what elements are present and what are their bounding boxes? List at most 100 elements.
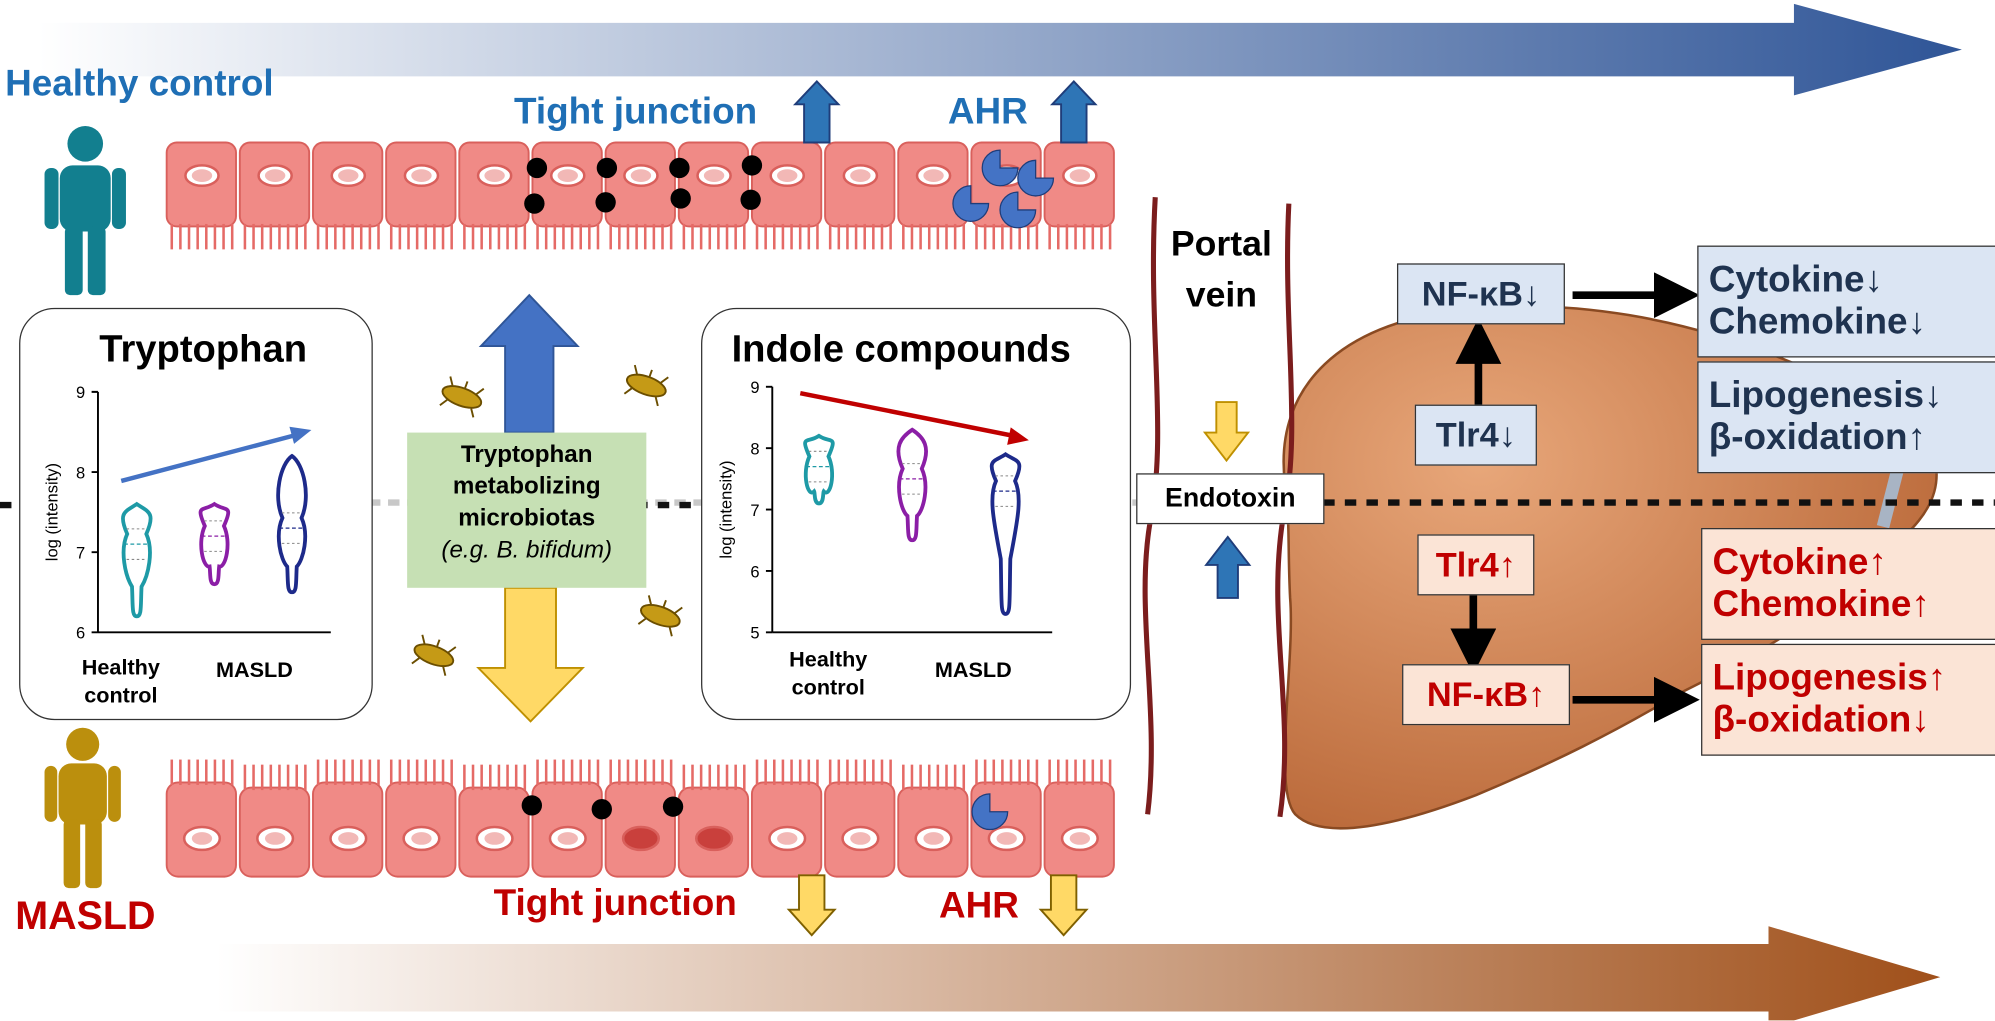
chemokine-up-label: Chemokine↑ [1712,583,1930,625]
tight-junction-down-arrow [786,874,837,937]
endotoxin-down-arrow [1202,401,1251,463]
violin-shape [121,501,153,619]
tlr4-up-box: Tlr4↑ [1417,534,1535,596]
microbiota-down-arrow [476,586,585,723]
violin-shape [198,501,231,587]
increase-trend-arrow [120,426,312,484]
epithelial-cell [1043,141,1115,250]
endotoxin-box: Endotoxin [1136,473,1325,525]
healthy-control-label: Healthy control [5,63,274,105]
bacteria-icons [411,364,683,676]
y-axis-label: log (intensity) [717,460,736,558]
cytokine-chemokine-up-box: Cytokine↑ Chemokine↑ [1701,528,1995,640]
epithelial-cell [897,764,969,878]
ahr-label-bottom: AHR [938,885,1019,927]
lipogenesis-oxidation-healthy-box: Lipogenesis↓ β-oxidation↑ [1697,361,1995,474]
portal-label: Portal [1170,223,1272,264]
nfkb-up-box: NF-κB↑ [1402,664,1571,726]
tight-junction-dots-healthy [524,155,763,214]
epithelial-cell [458,141,530,250]
violin-shape [803,433,835,506]
epithelial-cell [1043,759,1115,878]
tryptophan-panel [19,307,373,721]
epithelial-cell [165,759,237,878]
ahr-label-top: AHR [947,91,1028,133]
healthy-person-icon [44,125,126,296]
microbiota-line1: Tryptophan [460,441,593,469]
tryptophan-xlabel-masld: MASLD [215,657,293,682]
epithelial-cell [677,764,750,878]
ahr-receptor-masld [971,793,1009,831]
microbiota-up-arrow [478,293,580,434]
epithelial-cell [165,141,237,250]
masld-gradient-arrow [216,926,1941,1021]
masld-intestinal-epithelium [165,759,1115,878]
tryptophan-title: Tryptophan [99,328,308,371]
y-tick-label: 7 [76,544,85,563]
y-tick-label: 9 [76,383,85,402]
violin-shape [989,452,1022,616]
tight-junction-label-top: Tight junction [514,91,758,133]
endotoxin-up-arrow [1204,535,1252,599]
y-tick-label: 5 [750,624,759,643]
epithelial-cell [238,141,311,250]
tight-junction-dots-masld [521,795,684,820]
ahr-down-arrow [1038,874,1089,937]
tight-junction-label-bottom: Tight junction [493,882,737,924]
ahr-up-arrow [1049,80,1098,144]
epithelial-cell [824,759,896,878]
epithelial-cell [531,141,603,250]
microbiota-example: (e.g. B. bifidum) [441,536,613,564]
epithelial-cell [531,759,603,878]
epithelial-cell [750,759,823,878]
tryptophan-violin-chart: 9 8 7 6 log (intensity) [42,383,331,643]
healthy-intestinal-epithelium [165,141,1115,250]
epithelial-cell [824,141,896,250]
epithelial-cell [385,759,457,878]
boxidation-up-label: β-oxidation↑ [1708,417,1926,459]
decrease-trend-arrow [799,390,1029,445]
indole-xlabel-masld: MASLD [934,657,1012,682]
epithelial-cell [385,141,457,250]
lipogenesis-oxidation-masld-box: Lipogenesis↑ β-oxidation↓ [1701,643,1995,756]
y-tick-label: 6 [76,624,85,643]
masld-label: MASLD [15,893,156,938]
lipogenesis-down-label: Lipogenesis↓ [1708,375,1943,417]
tlr4-down-box: Tlr4↓ [1414,404,1537,466]
tight-junction-up-arrow [792,80,841,144]
violin-shape [896,427,928,543]
y-tick-label: 8 [76,463,85,482]
y-tick-label: 9 [750,378,759,397]
vein-label: vein [1185,274,1258,315]
boxidation-down-label: β-oxidation↓ [1712,699,1930,741]
violin-shape [276,453,308,595]
y-tick-label: 8 [750,440,759,459]
epithelial-cell [604,141,676,250]
epithelial-cell [458,764,530,878]
epithelial-cell [312,759,384,878]
masld-person-icon [44,727,121,889]
microbiota-line3: microbiotas [458,505,596,532]
lipogenesis-up-label: Lipogenesis↑ [1712,657,1947,699]
epithelial-cell [897,141,969,250]
chemokine-down-label: Chemokine↓ [1708,301,1927,343]
epithelial-cell [238,764,311,878]
healthy-box-connector [1876,465,1905,529]
microbiota-line2: metabolizing [452,473,601,501]
ahr-receptors-healthy [952,149,1055,229]
cytokine-up-label: Cytokine↑ [1712,541,1887,583]
y-axis-label: log (intensity) [42,463,61,561]
epithelial-cell [604,759,676,878]
epithelial-cell [750,141,823,250]
indole-title: Indole compounds [731,328,1071,371]
epithelial-cell [677,141,750,250]
healthy-gradient-arrow [38,3,1962,96]
cytokine-down-label: Cytokine↓ [1708,259,1883,301]
y-tick-label: 6 [750,562,759,581]
epithelial-cell [312,141,384,250]
cytokine-chemokine-down-box: Cytokine↓ Chemokine↓ [1697,245,1995,358]
